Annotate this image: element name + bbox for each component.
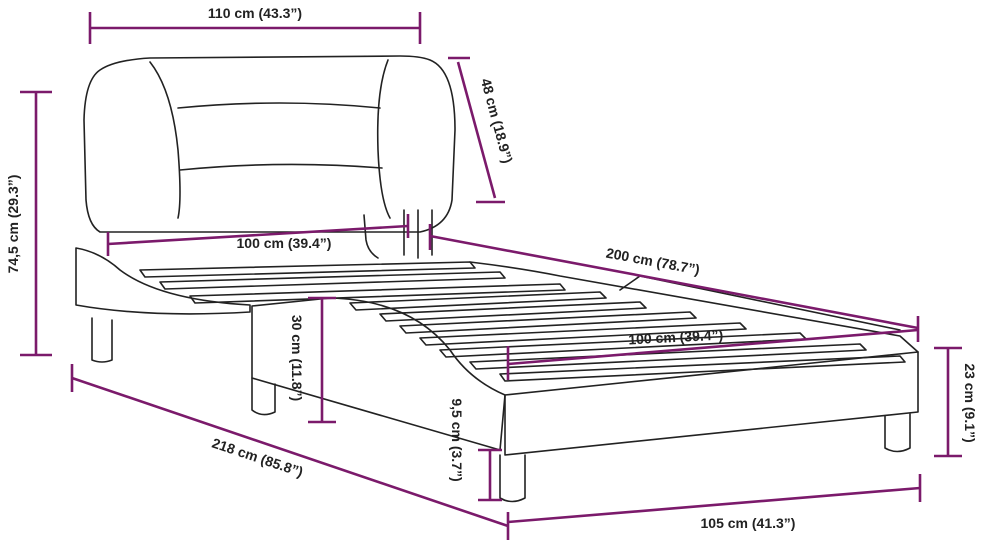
front-left-leg	[499, 454, 526, 503]
slats	[139, 261, 906, 382]
label-leg-height: 9,5 cm (3.7”)	[449, 398, 465, 481]
headboard-outline	[83, 55, 456, 233]
dim-inner-length	[429, 234, 919, 330]
headboard-posts	[403, 209, 433, 259]
back-left-leg	[91, 317, 113, 363]
foot-end	[504, 351, 919, 456]
label-total-width: 105 cm (41.3”)	[701, 515, 796, 531]
label-total-height: 74,5 cm (29.3”)	[5, 175, 21, 274]
cable	[363, 214, 379, 259]
dimension-labels: 110 cm (43.3”) 48 cm (18.9”) 74,5 cm (29…	[5, 5, 978, 531]
middle-leg	[251, 377, 276, 416]
dim-inner-width-head	[107, 224, 409, 246]
headboard-cushion	[149, 59, 391, 219]
label-inner-width-head: 100 cm (39.4”)	[237, 235, 332, 251]
dim-total-width	[507, 486, 921, 524]
label-headboard-width: 110 cm (43.3”)	[208, 5, 302, 21]
front-right-leg	[884, 413, 911, 453]
bed-drawing	[75, 55, 919, 503]
left-side-rail	[75, 247, 251, 315]
dim-total-length	[71, 376, 509, 528]
label-inner-width-foot: 100 cm (39.4”)	[628, 327, 724, 348]
front-side-panel	[251, 297, 506, 451]
label-frame-height: 23 cm (9.1”)	[962, 363, 978, 442]
headboard-cushion-top	[177, 102, 383, 171]
dimension-lines	[20, 12, 962, 540]
label-side-height: 30 cm (11.8”)	[289, 315, 305, 401]
dim-inner-width-foot	[507, 328, 919, 366]
dim-headboard-height	[456, 61, 497, 199]
